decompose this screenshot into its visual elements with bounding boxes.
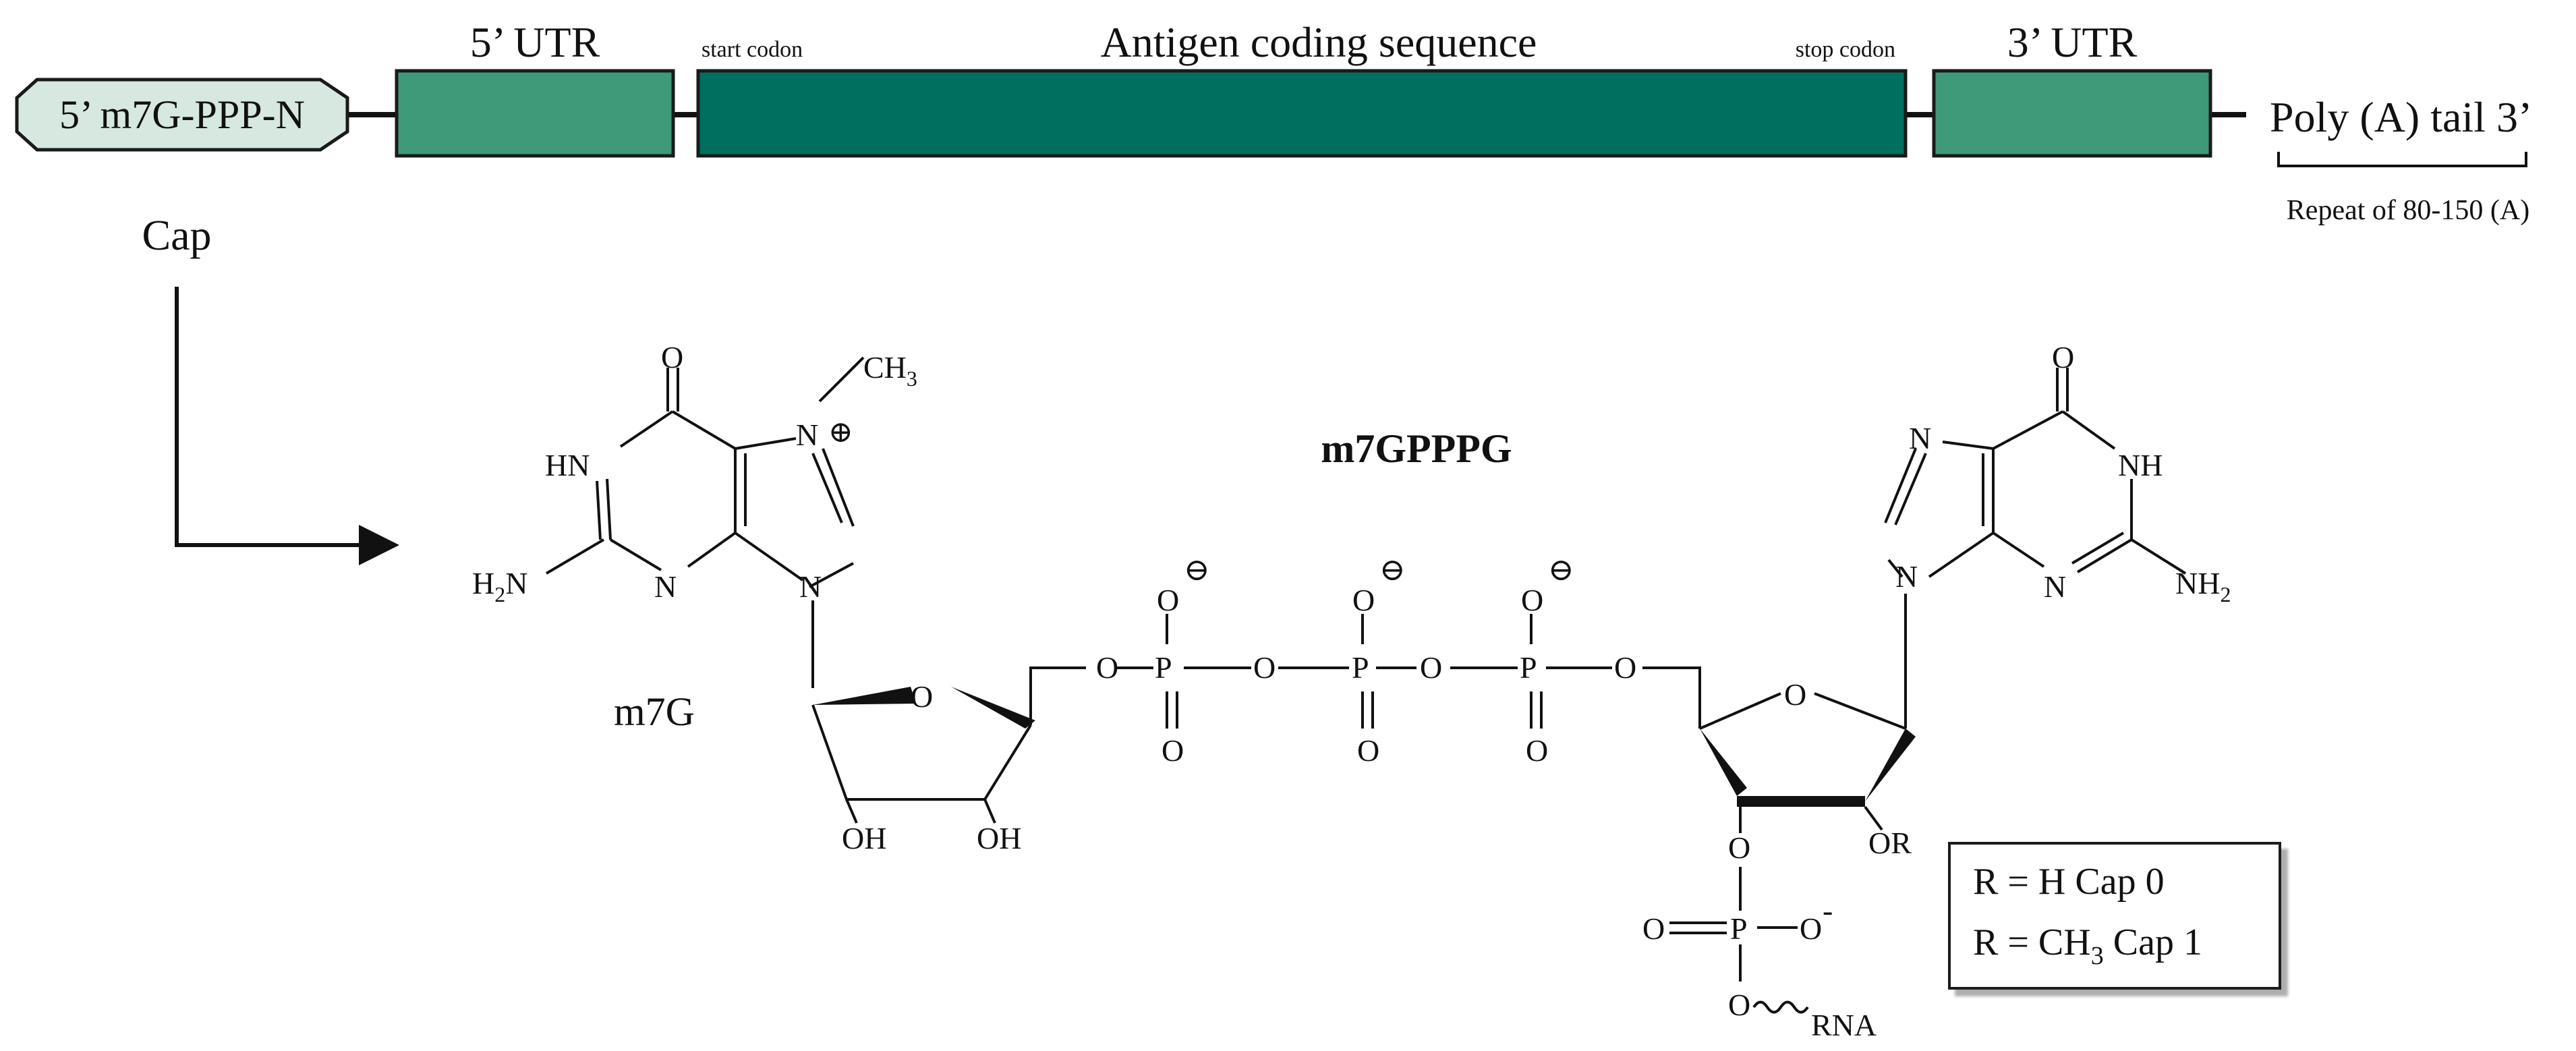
left-base-bonds — [545, 356, 865, 688]
left-ring-o: O — [911, 679, 933, 714]
left-wedge-1 — [813, 687, 916, 705]
rb-nh: NH — [2118, 448, 2163, 482]
rb-n-top: N — [1909, 421, 1931, 455]
cap-legend: R = H Cap 0 R = CH3 Cap 1 — [1948, 842, 2281, 990]
rb-n-bottom: N — [2044, 569, 2066, 604]
mrna-schematic: 5’ m7G-PPP-N 5’ UTR Antigen coding seque… — [15, 18, 2532, 565]
lower-phosphate: O P O - O RNA — [1642, 867, 1877, 1042]
lp-p: P — [1730, 911, 1748, 946]
left-oh-1: OH — [842, 821, 886, 855]
left-oh-2: OH — [977, 821, 1021, 855]
right-ribose: O O OR — [1642, 594, 1916, 865]
legend-line-1: R = H Cap 0 — [1973, 861, 2165, 903]
phos-minus-2: ⊖ — [1379, 552, 1406, 587]
right-wedge-1 — [1700, 729, 1747, 796]
left-ribose: O OH OH — [811, 666, 1086, 855]
m7gpppg-structure: m7GPPPG m7G O CH3 N ⊕ HN H2N N — [472, 340, 2281, 1042]
right-ring-o: O — [1784, 677, 1806, 712]
structure-title: m7GPPPG — [1321, 426, 1512, 471]
phos-o-bottom-2: O — [1357, 733, 1379, 768]
cap-arrow — [175, 287, 399, 565]
methyl-sub: 3 — [907, 366, 917, 391]
h2n-sub: 2 — [494, 582, 505, 606]
utr3-label: 3’ UTR — [2007, 18, 2138, 66]
rb-nh2-nh: NH — [2175, 566, 2220, 600]
right-wedge-2 — [1865, 729, 1916, 801]
lp-o-left: O — [1642, 911, 1665, 946]
atom-methyl: CH3 — [863, 350, 917, 391]
phos-o-bridge-4: O — [1614, 650, 1636, 685]
cap-shape — [15, 78, 349, 152]
atom-h2n: H2N — [472, 566, 527, 606]
phos-o-top-3: O — [1521, 583, 1543, 617]
phos-minus-3: ⊖ — [1548, 552, 1574, 587]
legend-box — [1948, 842, 2281, 990]
cds-label: Antigen coding sequence — [1101, 18, 1537, 66]
phos-p-1: P — [1155, 650, 1172, 685]
lp-minus: - — [1823, 893, 1833, 928]
m7g-label: m7G — [614, 689, 695, 734]
right-or: OR — [1868, 826, 1912, 860]
legend-line-2: R = CH3 Cap 1 — [1973, 921, 2202, 970]
lp-o-minus: O — [1800, 911, 1822, 946]
atom-hn: HN — [545, 448, 590, 482]
start-codon-label: start codon — [702, 37, 803, 62]
cap-label: 5’ m7G-PPP-N — [59, 92, 305, 137]
h2n-h: H — [472, 566, 494, 600]
right-bold-bond — [1737, 796, 1865, 807]
polya-bracket — [2277, 152, 2527, 167]
plus-charge: ⊕ — [828, 416, 853, 449]
legend-line-2-a: R = CH — [1973, 921, 2091, 963]
phos-o-top-2: O — [1352, 583, 1375, 617]
atom-n-glyco: N — [799, 569, 822, 604]
phos-o-bridge-3: O — [1420, 650, 1442, 685]
left-wedge-2 — [951, 687, 1035, 729]
legend-line-2-b: Cap 1 — [2104, 921, 2202, 963]
lp-rna: RNA — [1811, 1008, 1877, 1042]
atom-o: O — [661, 340, 683, 374]
phos-p-3: P — [1520, 650, 1537, 685]
phos-p-2: P — [1352, 650, 1369, 685]
left-base-atoms: O CH3 N ⊕ HN H2N N N — [472, 340, 917, 606]
utr3-box — [1932, 69, 2212, 158]
rb-nh2-sub: 2 — [2220, 582, 2231, 606]
legend-line-2-sub: 3 — [2091, 942, 2104, 970]
rb-nh2: NH2 — [2175, 566, 2231, 606]
rb-o: O — [2052, 340, 2074, 374]
phos-o-top-1: O — [1157, 583, 1179, 617]
polya-label: Poly (A) tail 3’ — [2270, 93, 2532, 141]
polya-note: Repeat of 80-150 (A) — [2287, 195, 2529, 226]
right-base-atoms: O N NH N N NH2 — [1895, 340, 2231, 606]
right-base-bonds — [1884, 368, 2187, 578]
phos-o-bridge-1: O — [1096, 650, 1118, 685]
right-o3: O — [1728, 830, 1750, 865]
stop-codon-label: stop codon — [1796, 37, 1895, 62]
triphosphate: O P O P O P O O O O ⊖ ⊖ ⊖ O O O — [1096, 552, 1636, 768]
methyl-ch: CH — [863, 350, 907, 385]
atom-n-plus: N — [796, 418, 818, 452]
atom-n-bottom: N — [654, 569, 677, 604]
rb-n-glyco: N — [1895, 559, 1918, 594]
phos-o-bridge-2: O — [1253, 650, 1276, 685]
phos-minus-1: ⊖ — [1184, 552, 1210, 587]
cds-box — [696, 69, 1908, 158]
phos-o-bottom-1: O — [1162, 733, 1184, 768]
lp-o-bottom: O — [1728, 988, 1750, 1022]
cap-caption: Cap — [142, 211, 211, 259]
utr5-label: 5’ UTR — [470, 18, 600, 66]
phos-o-bottom-3: O — [1526, 733, 1548, 768]
h2n-n: N — [505, 566, 527, 600]
utr5-box — [395, 69, 675, 158]
